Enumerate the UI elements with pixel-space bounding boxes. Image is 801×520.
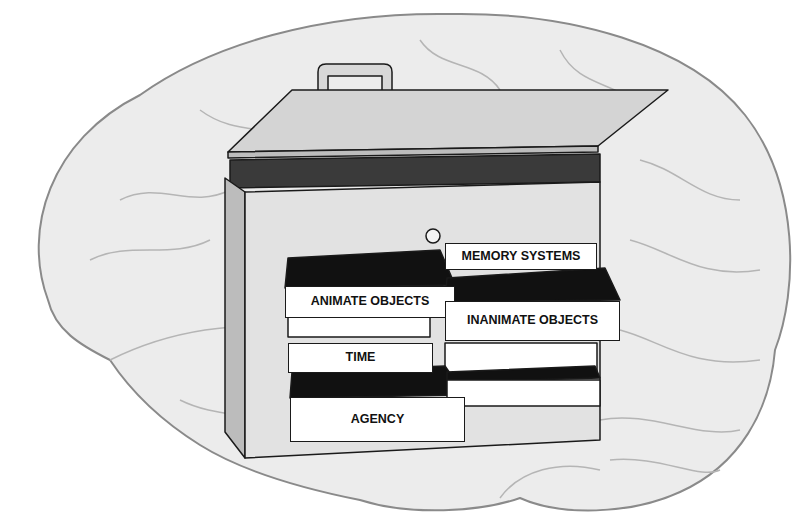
drawer-front: ANIMATE OBJECTS	[285, 286, 455, 318]
toolbox	[225, 64, 668, 458]
drawer-front: TIME	[288, 343, 433, 373]
drawer-front: INANIMATE OBJECTS	[445, 301, 620, 341]
drawer-label: INANIMATE OBJECTS	[467, 314, 598, 328]
drawer-front: AGENCY	[290, 397, 465, 442]
drawer-front: MEMORY SYSTEMS	[445, 243, 597, 270]
drawer-label: ANIMATE OBJECTS	[311, 295, 430, 309]
brain-outline	[39, 14, 791, 511]
drawer-label: AGENCY	[351, 413, 404, 427]
drawer-label: MEMORY SYSTEMS	[462, 250, 581, 264]
drawer-label: TIME	[346, 351, 376, 365]
brain-folds	[90, 40, 760, 498]
